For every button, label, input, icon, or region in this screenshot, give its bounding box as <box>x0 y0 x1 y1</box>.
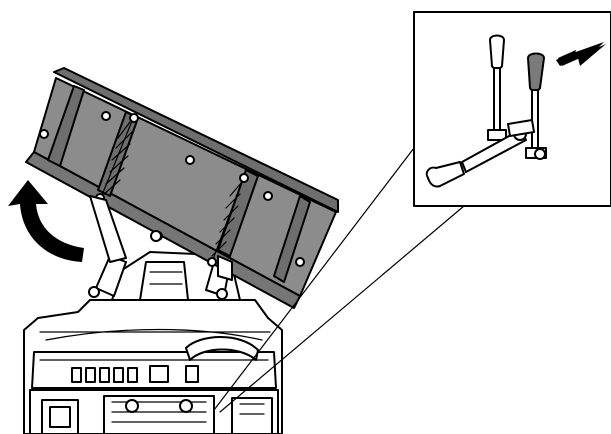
right-spring <box>207 173 249 267</box>
callout-leader-lines <box>213 147 465 413</box>
left-spring <box>95 113 139 203</box>
blade-springs <box>95 113 249 267</box>
angled-linkage-lever <box>425 119 535 188</box>
blade-lift-arms <box>89 195 233 281</box>
callout-pointer-arrow-icon <box>556 42 606 66</box>
dashboard-switches <box>71 365 199 383</box>
curved-raise-arrow-icon <box>8 180 84 262</box>
machine-body <box>23 299 283 434</box>
lever-detail-callout <box>413 11 611 207</box>
